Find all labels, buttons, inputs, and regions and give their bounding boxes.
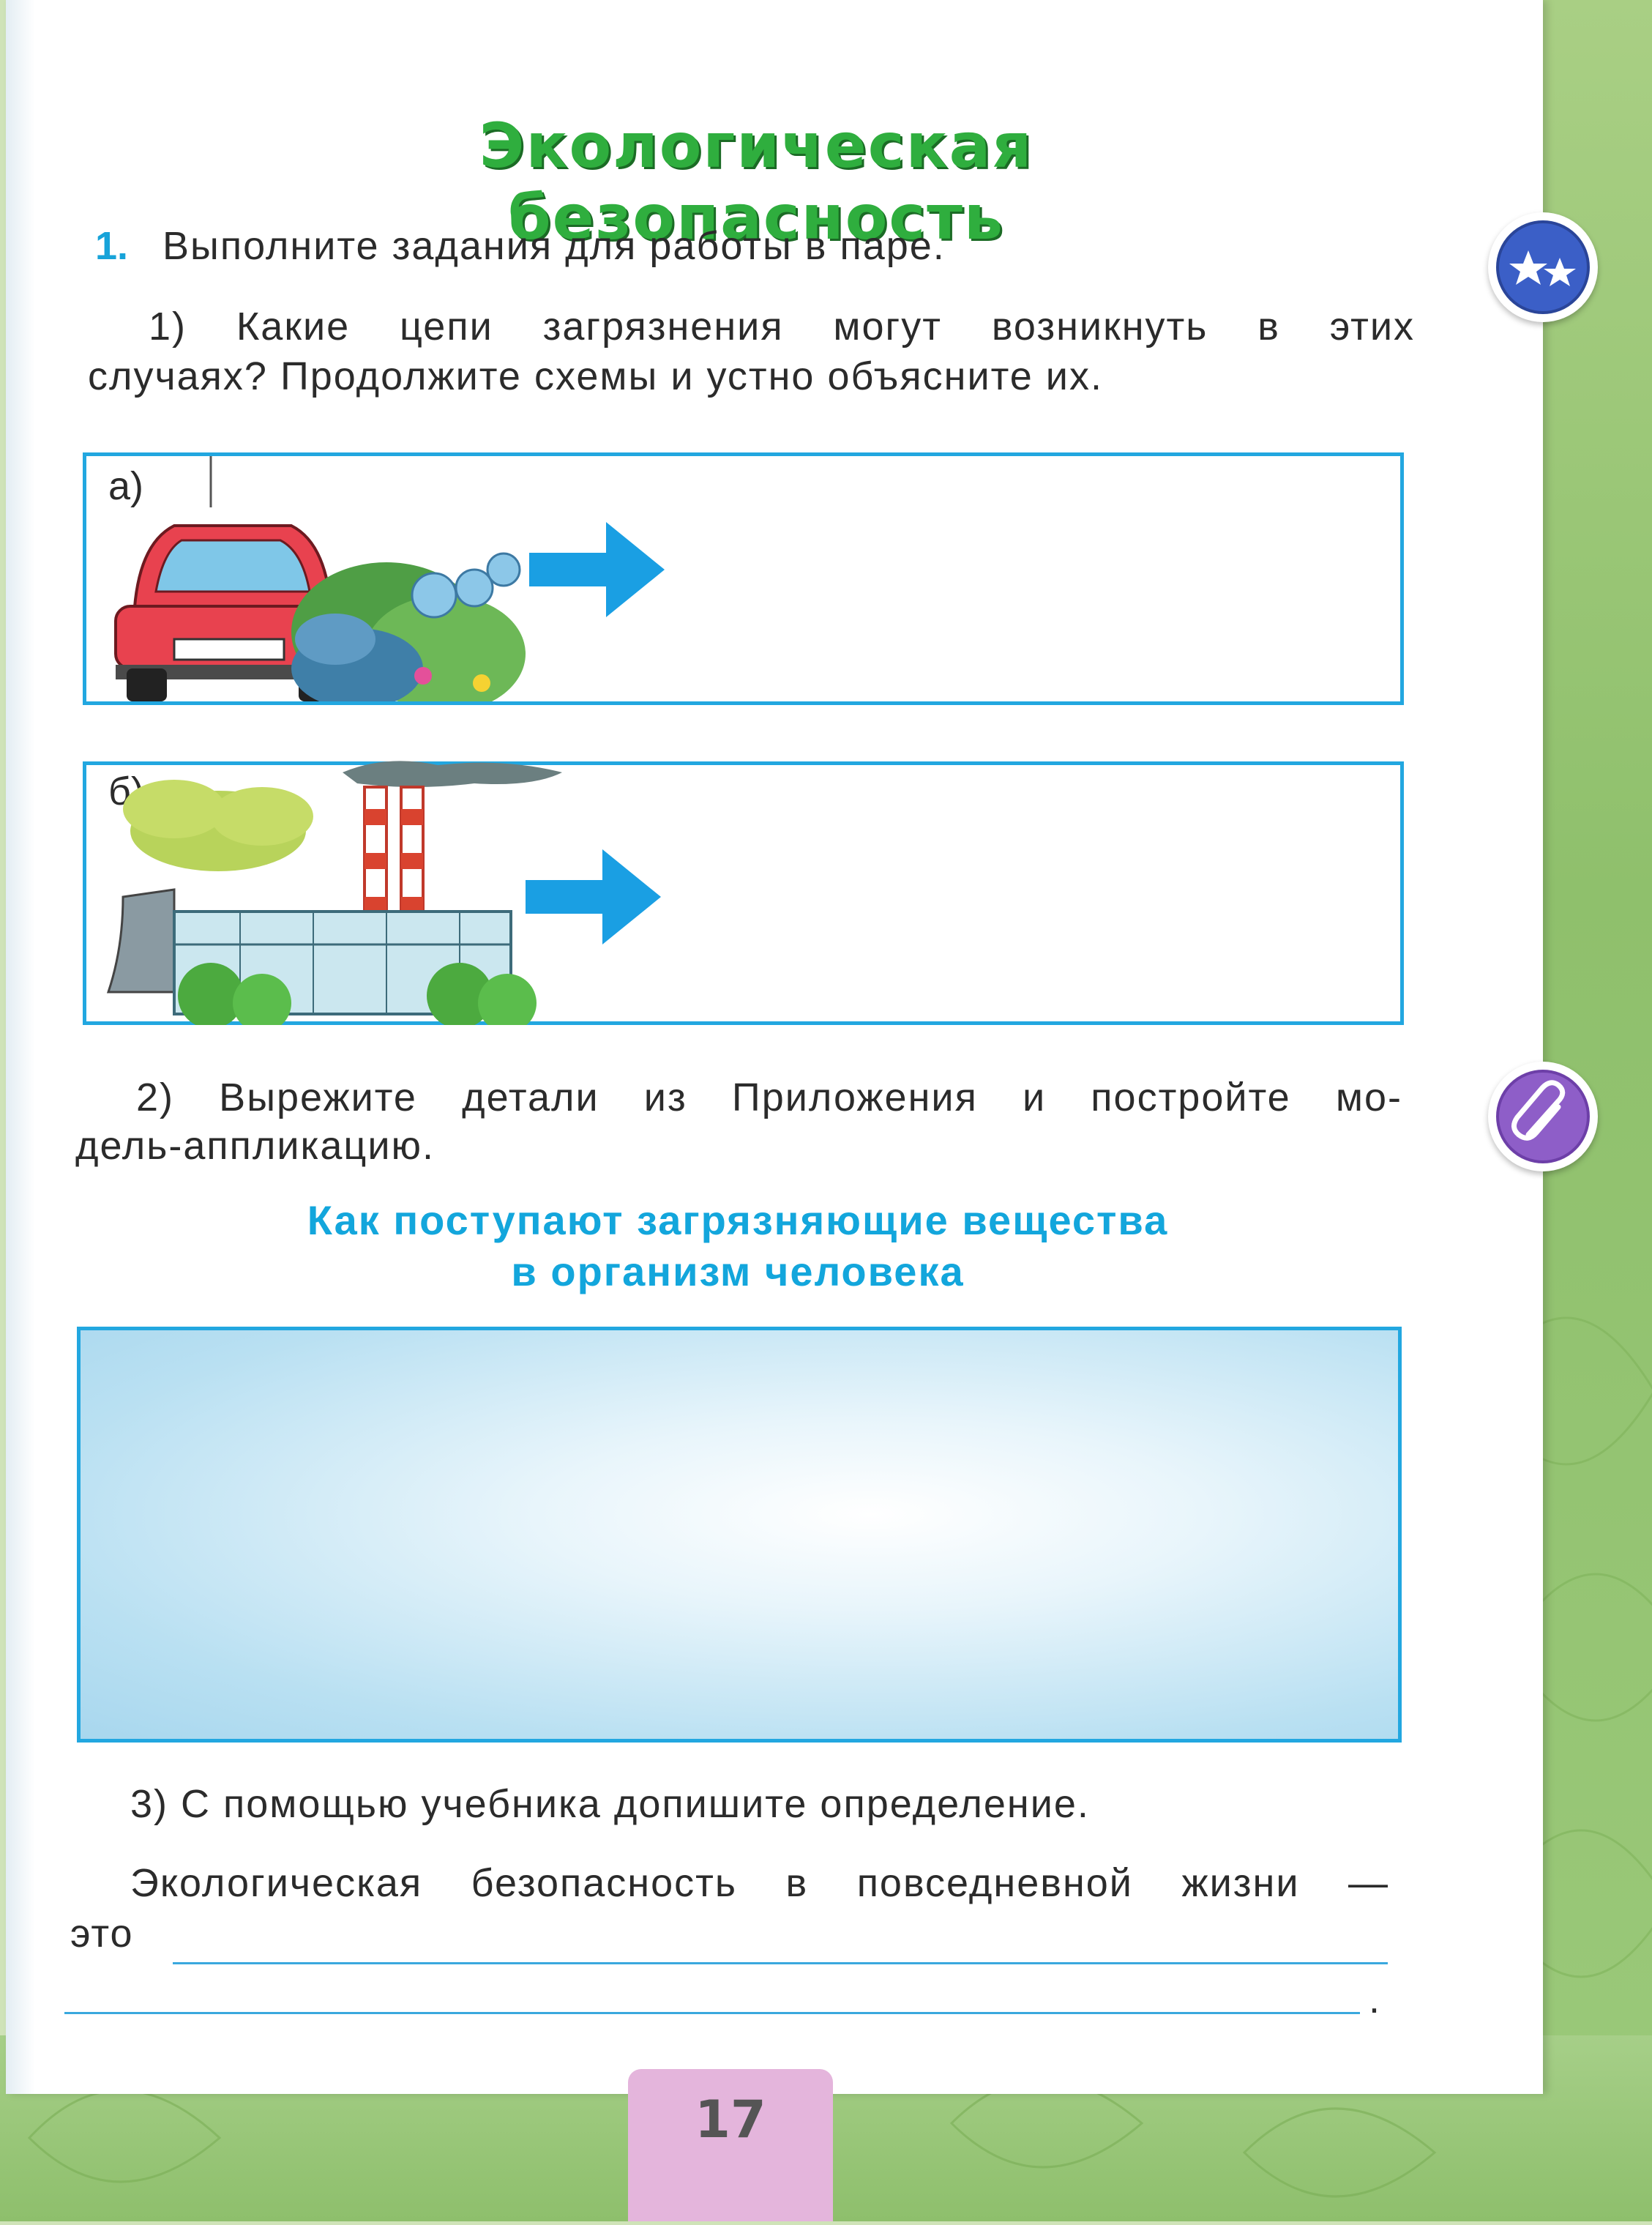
task-number: 1.	[95, 224, 129, 268]
part1-text-line2: случаях? Продолжите схемы и устно объясн…	[88, 354, 1103, 398]
page-fold-shading	[6, 0, 35, 2094]
car-exhaust-illustration	[114, 456, 526, 701]
definition-line2-start: это	[70, 1912, 134, 1956]
applique-model-area[interactable]	[77, 1327, 1402, 1743]
part2-text-line2: дель-аппликацию.	[75, 1124, 435, 1168]
model-heading-line1: Как поступают загрязняющие вещества	[307, 1197, 1169, 1243]
part3-instruction: 3) С помощью учебника допишите определен…	[130, 1782, 1090, 1826]
factory-smoke-illustration	[106, 761, 562, 1025]
appendix-badge	[1488, 1062, 1598, 1171]
answer-end-mark: .	[1369, 1978, 1382, 2021]
part2-text-line1: 2) Вырежите детали из Приложения и постр…	[136, 1076, 1402, 1119]
pair-work-badge	[1488, 212, 1598, 322]
definition-line1: Экологическая безопасность в повседневно…	[130, 1861, 1389, 1905]
answer-line-2[interactable]	[64, 2012, 1360, 2014]
workbook-page: Экологическая безопасность 1. Выполните …	[6, 0, 1543, 2094]
paperclip-icon	[1496, 1070, 1590, 1163]
page-title: Экологическая безопасность	[479, 110, 1034, 253]
arrow-right-icon	[529, 522, 665, 617]
two-stars-icon	[1496, 220, 1590, 314]
page-number-tab: 17	[628, 2069, 833, 2221]
arrow-right-icon	[526, 849, 661, 944]
part1-text-line1: 1) Какие цепи загрязнения могут возникну…	[149, 305, 1415, 349]
panel-label-a: а)	[108, 464, 144, 508]
answer-line-1[interactable]	[173, 1962, 1388, 1964]
scheme-panel-a: а)	[83, 452, 1404, 705]
page-number: 17	[695, 2090, 766, 2150]
model-heading: Как поступают загрязняющие вещества в ор…	[189, 1195, 1287, 1297]
model-heading-line2: в организм человека	[511, 1248, 965, 1294]
task-instruction: Выполните задания для работы в паре.	[162, 224, 946, 268]
scheme-panel-b: б)	[83, 761, 1404, 1025]
